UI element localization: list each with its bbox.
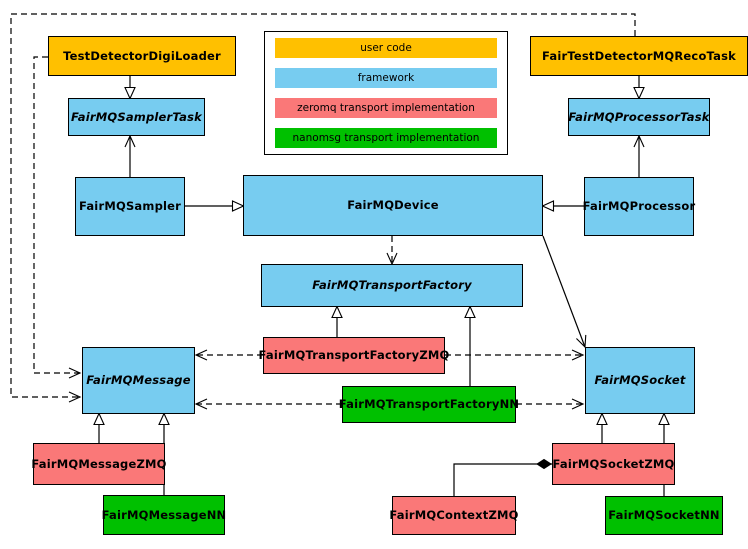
node-fairmq-socket[interactable]: FairMQSocket (585, 347, 695, 414)
node-fairmq-sampler[interactable]: FairMQSampler (75, 177, 185, 236)
node-fairmq-message-nn[interactable]: FairMQMessageNN (102, 495, 226, 535)
node-fairmq-socket-zmq[interactable]: FairMQSocketZMQ (552, 443, 675, 485)
node-fairmq-processor[interactable]: FairMQProcessor (583, 177, 695, 236)
node-fairmq-processor-task[interactable]: FairMQProcessorTask (568, 98, 710, 136)
legend-item-zeromq: zeromq transport implementation (275, 98, 497, 118)
legend-item-framework: framework (275, 68, 497, 88)
node-fairmq-socket-nn[interactable]: FairMQSocketNN (605, 496, 723, 535)
node-test-detector-digi-loader[interactable]: TestDetectorDigiLoader (48, 36, 236, 76)
node-fairmq-transport-factory-nn[interactable]: FairMQTransportFactoryNN (339, 386, 519, 423)
node-fairmq-transport-factory[interactable]: FairMQTransportFactory (261, 264, 523, 307)
node-fairmq-context-zmq[interactable]: FairMQContextZMQ (389, 496, 518, 535)
legend-item-user-code: user code (275, 38, 497, 58)
node-fairtestdetector-mq-reco-task[interactable]: FairTestDetectorMQRecoTask (530, 36, 748, 76)
legend-item-nanomsg: nanomsg transport implementation (275, 128, 497, 148)
legend-panel: user code framework zeromq transport imp… (264, 31, 508, 155)
node-fairmq-sampler-task[interactable]: FairMQSamplerTask (68, 98, 205, 136)
node-fairmq-device[interactable]: FairMQDevice (243, 175, 543, 236)
node-fairmq-message-zmq[interactable]: FairMQMessageZMQ (31, 443, 166, 485)
node-fairmq-message[interactable]: FairMQMessage (82, 347, 195, 414)
node-fairmq-transport-factory-zmq[interactable]: FairMQTransportFactoryZMQ (259, 337, 449, 374)
